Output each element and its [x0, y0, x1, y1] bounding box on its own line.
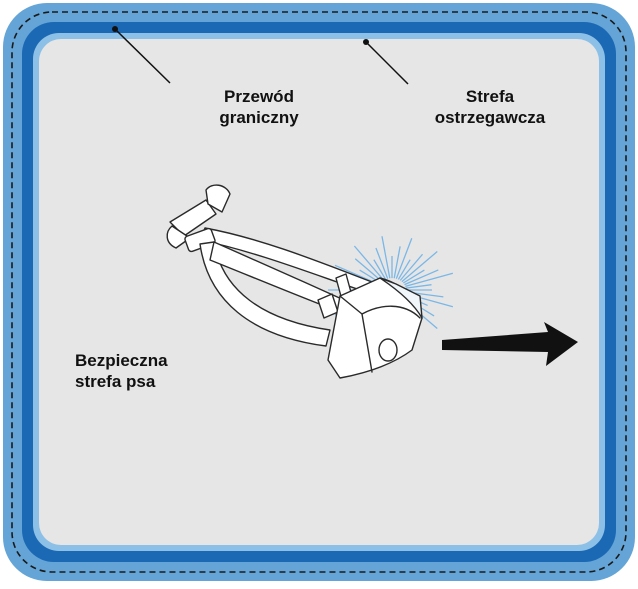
label-boundary-wire: Przewód graniczny [204, 86, 314, 128]
label-safe-zone: Bezpieczna strefa psa [75, 350, 205, 392]
label-warning-zone: Strefa ostrzegawcza [420, 86, 560, 128]
